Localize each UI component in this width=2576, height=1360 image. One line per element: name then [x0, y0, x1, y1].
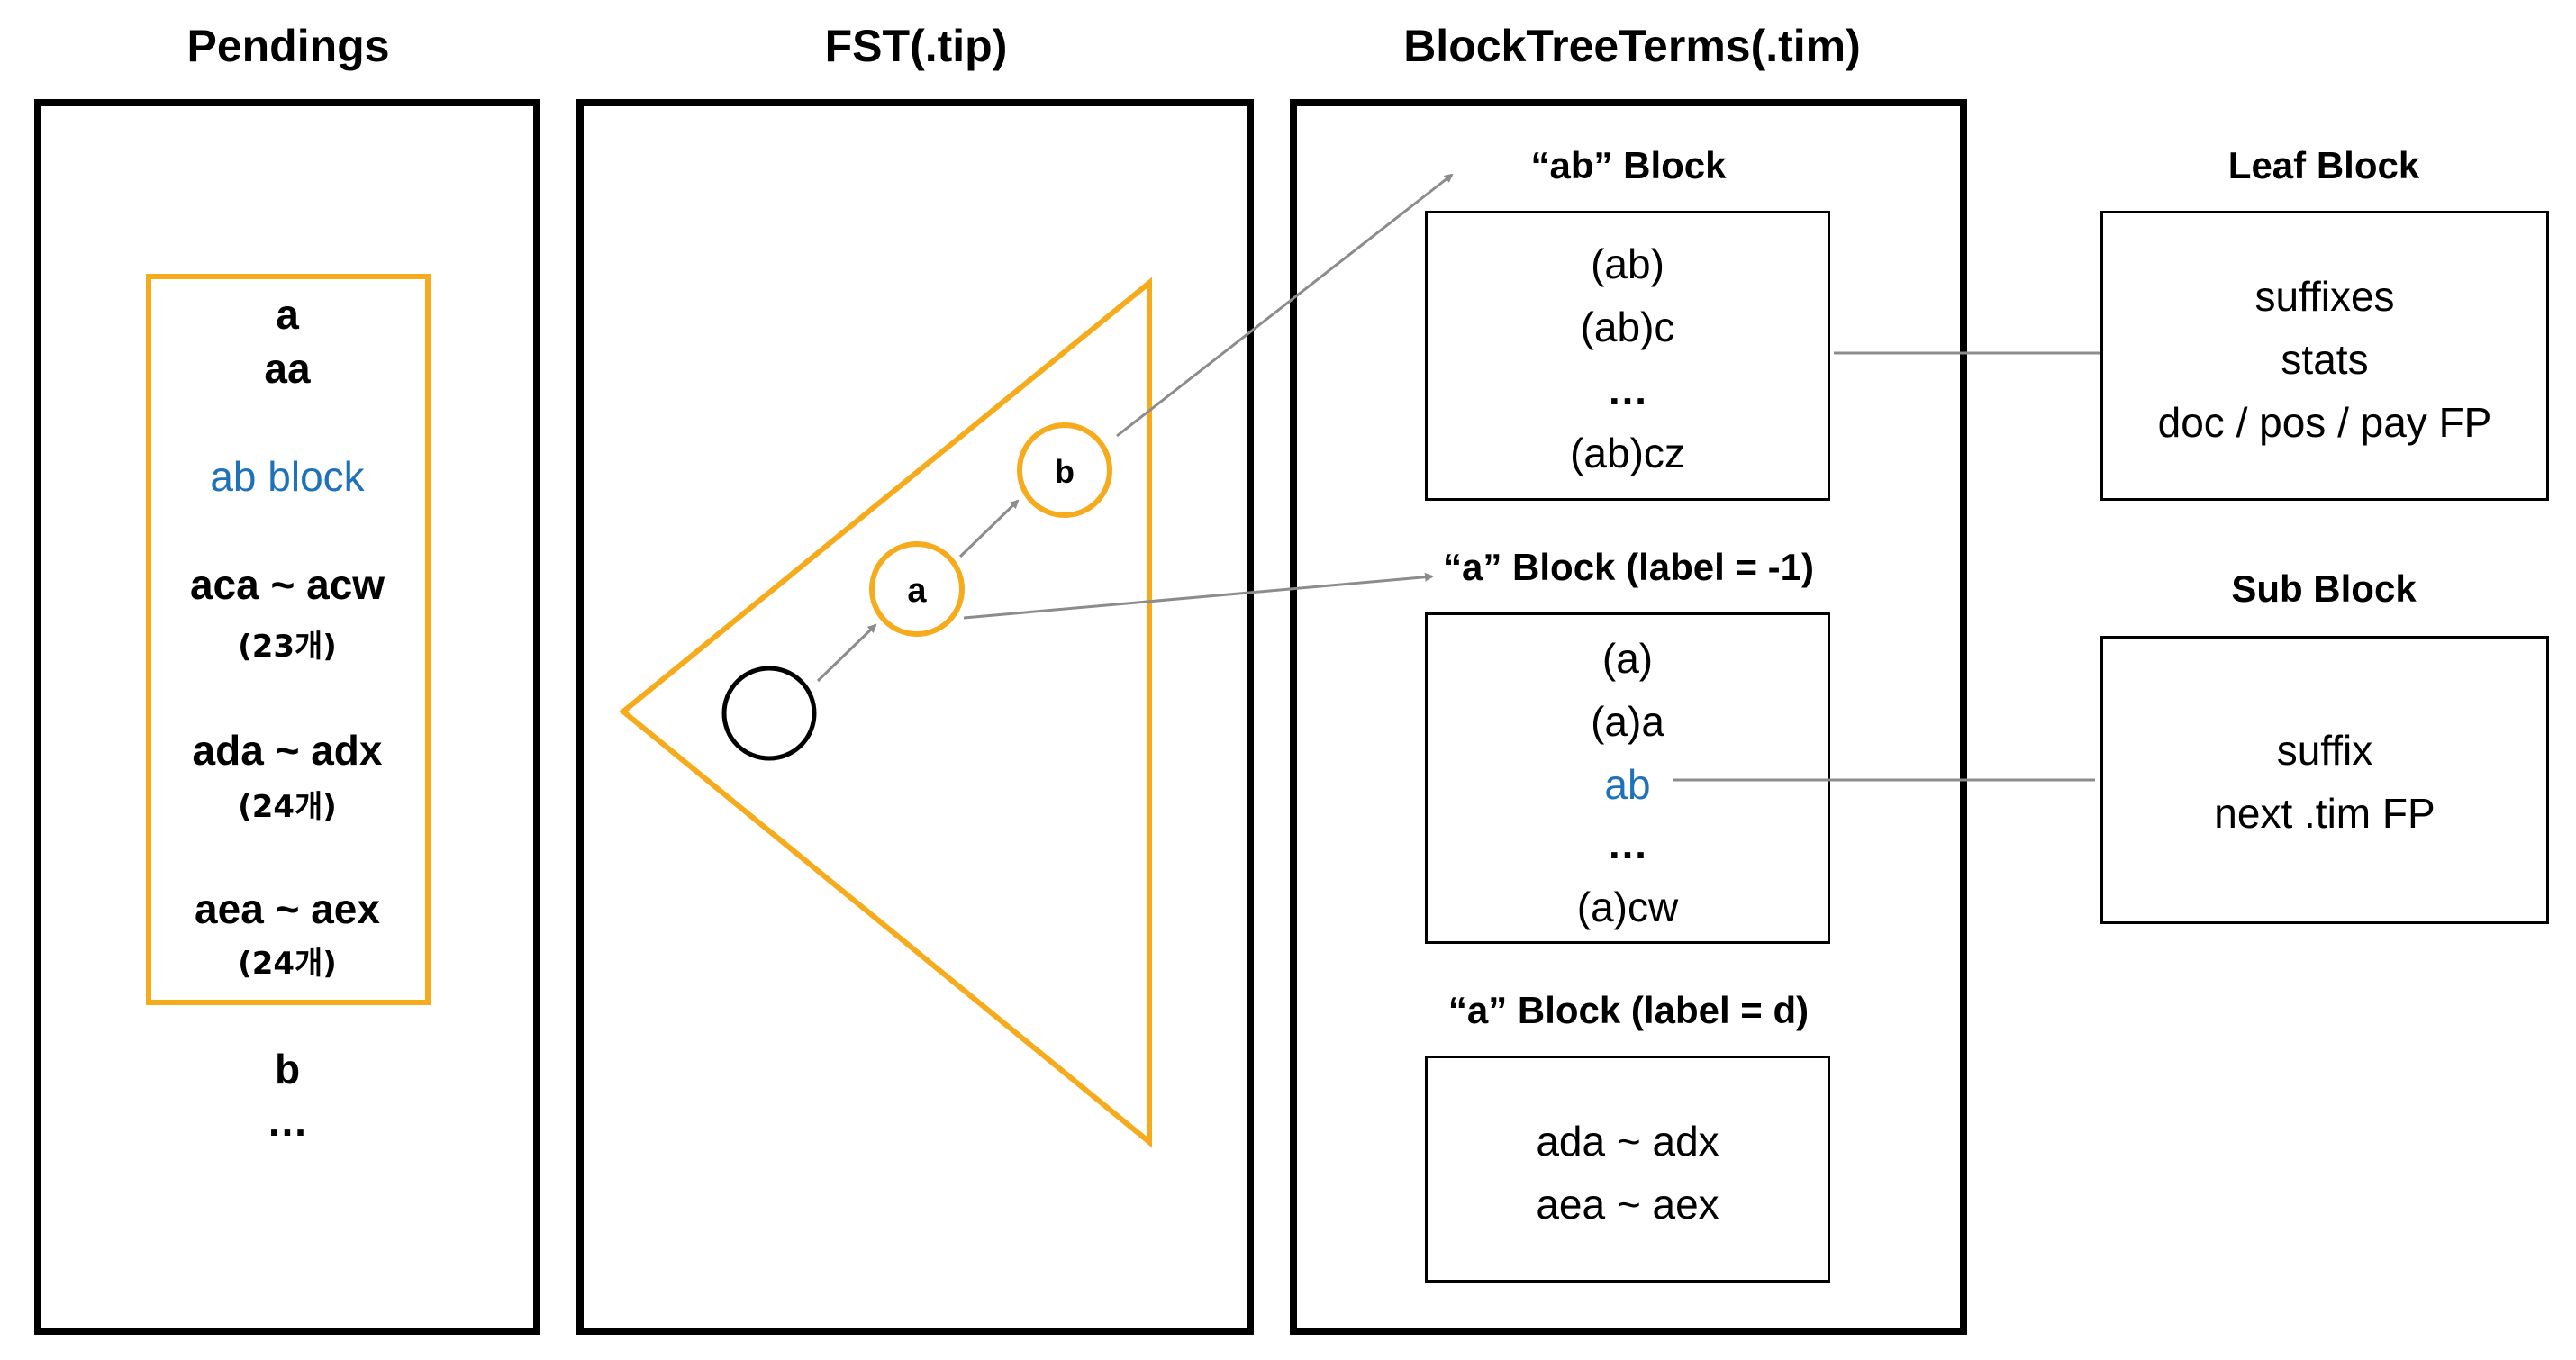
- pending-item: a: [276, 291, 299, 338]
- block-line: …: [1607, 821, 1648, 867]
- pending-item-ab-block: ab block: [210, 453, 365, 500]
- fst-node-a-label: a: [907, 572, 927, 610]
- edge-root-to-a: [816, 623, 877, 683]
- leaf-block-title: Leaf Block: [2227, 144, 2420, 186]
- a-block-box: [1425, 612, 1830, 944]
- block-line: …: [1607, 367, 1648, 413]
- pending-item: aea ~ aex: [195, 885, 380, 932]
- ab-block-box: [1425, 211, 1830, 501]
- pending-item-count: (24개): [238, 789, 337, 825]
- sub-block-line: next .tim FP: [2214, 790, 2435, 837]
- block-line-ab: ab: [1604, 761, 1651, 808]
- fst-node-b: [1017, 422, 1112, 518]
- block-line: ada ~ adx: [1536, 1118, 1719, 1165]
- fst-node-a: [869, 541, 965, 637]
- edge-a-to-b: [958, 499, 1020, 558]
- fst-node-b-label: b: [1055, 453, 1075, 490]
- block-line: (ab)c: [1580, 304, 1675, 350]
- sub-block-title: Sub Block: [2231, 567, 2417, 610]
- sub-block-box: [2100, 636, 2549, 924]
- a-block-d-box: [1425, 1056, 1830, 1283]
- sub-block-line: suffix: [2276, 727, 2373, 774]
- fst-root-node: [721, 666, 817, 761]
- block-line: aea ~ aex: [1536, 1181, 1719, 1228]
- leaf-block-box: [2100, 211, 2549, 501]
- edge-b-to-ab-block: [1116, 173, 1454, 438]
- pendings-panel: [34, 99, 540, 1335]
- leaf-block-line: stats: [2281, 336, 2369, 383]
- pending-item: ada ~ adx: [192, 727, 383, 774]
- leaf-block-line: suffixes: [2254, 273, 2395, 320]
- block-label: “a” Block (label = d): [1447, 989, 1810, 1031]
- block-line: (ab): [1591, 240, 1664, 287]
- pending-item-ellipsis: …: [267, 1098, 308, 1145]
- block-line: (ab)cz: [1570, 430, 1685, 476]
- block-line: (a)a: [1591, 698, 1664, 745]
- blocktree-title: BlockTreeTerms(.tim): [1403, 21, 1861, 71]
- block-line: (a): [1601, 635, 1654, 682]
- pending-item: aca ~ acw: [189, 561, 385, 608]
- pending-item-count: (23개): [238, 629, 337, 665]
- pending-group-box: [146, 274, 431, 1005]
- pending-item-count: (24개): [238, 946, 337, 982]
- leaf-block-line: doc / pos / pay FP: [2157, 399, 2492, 446]
- pending-item: aa: [264, 345, 311, 392]
- fst-title: FST(.tip): [824, 21, 1008, 71]
- block-label: “a” Block (label = -1): [1443, 546, 1814, 588]
- fst-triangle: [619, 277, 1152, 1148]
- fst-panel: [576, 99, 1254, 1335]
- block-line: (a)cw: [1576, 884, 1679, 930]
- pendings-title: Pendings: [186, 21, 390, 71]
- block-label: “ab” Block: [1530, 144, 1727, 186]
- edge-a-to-a-block: [963, 572, 1434, 620]
- pending-item: b: [274, 1046, 301, 1093]
